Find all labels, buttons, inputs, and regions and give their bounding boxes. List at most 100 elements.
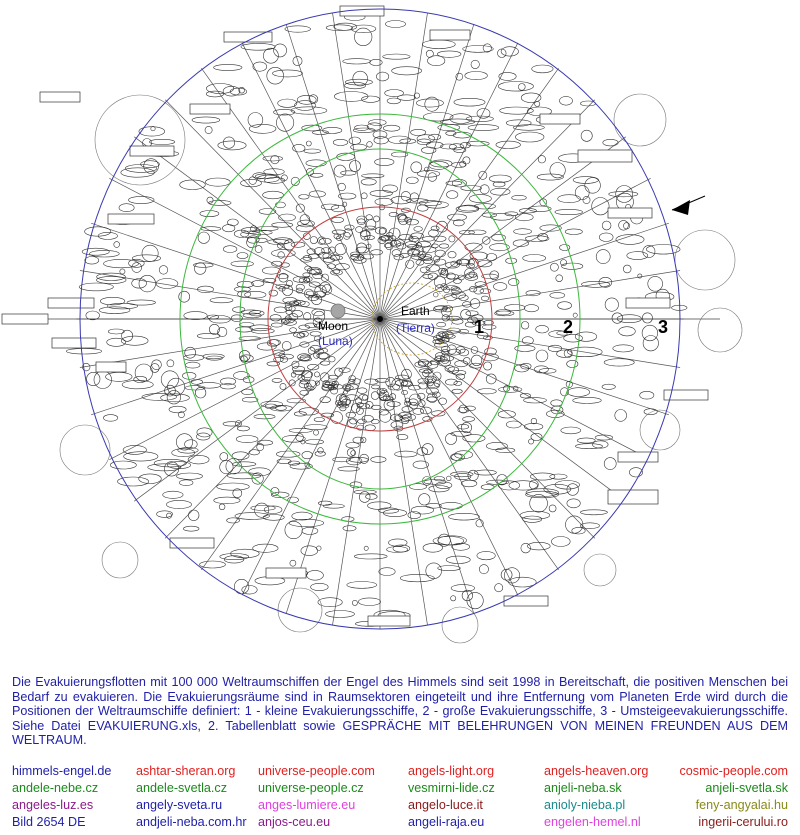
site-link[interactable]: angely-sveta.ru [136, 798, 223, 812]
ship-oval [400, 381, 413, 387]
ship-oval [580, 522, 600, 529]
ship-oval [304, 439, 324, 445]
ship-oval [272, 69, 303, 78]
ship-oval [217, 140, 247, 151]
ship-oval [126, 299, 156, 306]
ship-oval [361, 415, 374, 423]
ship-round [433, 275, 446, 288]
ship-oval [438, 243, 450, 249]
ship-oval [423, 479, 447, 485]
ship-oval [353, 256, 367, 264]
ship-round [425, 49, 434, 58]
ship-oval [429, 359, 441, 366]
ship-oval [481, 353, 499, 362]
ship-oval [508, 576, 537, 588]
site-link[interactable]: anjeli-neba.sk [544, 781, 622, 795]
ship-oval [514, 364, 530, 373]
ship-oval [451, 287, 462, 295]
ship-oval [162, 490, 184, 499]
site-link[interactable]: himmels-engel.de [12, 764, 112, 778]
ship-round [263, 47, 279, 64]
ship-oval [425, 503, 442, 509]
site-link[interactable]: ashtar-sheran.org [136, 764, 236, 778]
ship-oval [451, 291, 466, 299]
earth-shade [371, 282, 453, 356]
ship-oval [360, 178, 377, 186]
site-link[interactable]: anioly-nieba.pl [544, 798, 626, 812]
ship-oval [167, 461, 192, 469]
ship-oval [525, 490, 560, 499]
ship-oval [365, 493, 378, 500]
ship-oval [489, 243, 510, 252]
ship-oval [199, 210, 220, 217]
ship-oval [512, 239, 530, 247]
ship-oval [120, 335, 149, 346]
site-link[interactable]: universe-people.com [258, 764, 375, 778]
arrow-line [671, 195, 706, 211]
ship-oval [504, 304, 526, 311]
ship-round [460, 422, 472, 434]
ship-oval [314, 450, 326, 457]
ship-round [288, 379, 296, 387]
ship-round [548, 504, 557, 513]
ship-oval [549, 473, 568, 480]
ship-large-round [441, 606, 479, 644]
ship-oval [421, 146, 437, 154]
ship-oval [522, 254, 547, 262]
ship-round [138, 275, 156, 293]
site-link[interactable]: vesmirni-lide.cz [408, 781, 495, 795]
ship-oval [240, 309, 262, 315]
site-link[interactable]: angels-heaven.org [544, 764, 649, 778]
ship-round [282, 284, 294, 296]
site-link[interactable]: feny-angyalai.hu [695, 798, 788, 812]
site-link[interactable]: angeli-raja.eu [408, 815, 485, 829]
moon-icon [330, 303, 346, 319]
site-link[interactable]: anges-lumiere.eu [258, 798, 356, 812]
ship-oval [428, 485, 450, 493]
site-link[interactable]: andjeli-neba.com.hr [136, 815, 247, 829]
ship-round [574, 185, 590, 200]
site-link[interactable]: Bild 2654 DE [12, 815, 86, 829]
ship-round [582, 196, 591, 204]
site-link[interactable]: angels-light.org [408, 764, 495, 778]
site-link[interactable]: ingerii-cerului.ro [698, 815, 788, 829]
ship-round [409, 393, 422, 406]
ship-round [470, 59, 480, 69]
ship-round [467, 469, 479, 481]
site-link[interactable]: andele-nebe.cz [12, 781, 99, 795]
site-link[interactable]: angeles-luz.es [12, 798, 94, 812]
transfer-ship [39, 91, 81, 103]
ship-round [131, 262, 142, 273]
ship-oval [248, 449, 260, 456]
ship-oval [330, 387, 338, 395]
ship-oval [417, 170, 441, 178]
site-link[interactable]: cosmic-people.com [679, 764, 789, 778]
site-link[interactable]: andele-svetla.cz [136, 781, 228, 795]
ship-oval [233, 371, 250, 380]
earth-center [377, 316, 383, 322]
ship-oval [337, 466, 360, 472]
ship-oval [331, 216, 344, 223]
ship-oval [235, 435, 259, 443]
ship-oval [121, 380, 154, 390]
ship-oval [383, 124, 401, 132]
ship-oval [514, 344, 536, 352]
site-link[interactable]: anjos-ceu.eu [258, 815, 331, 829]
ship-round [301, 369, 313, 381]
ship-oval [458, 204, 480, 212]
site-link[interactable]: universe-people.cz [258, 781, 364, 795]
sector-line [379, 136, 627, 320]
site-link[interactable]: anjeli-svetla.sk [705, 781, 788, 795]
ship-round [276, 113, 295, 132]
ship-oval [344, 78, 373, 86]
ship-oval [399, 138, 417, 144]
ship-round [500, 568, 513, 581]
site-link[interactable]: angelo-luce.it [408, 798, 483, 812]
site-link[interactable]: engelen-hemel.nl [544, 815, 641, 829]
ship-oval [378, 567, 396, 576]
ship-oval [427, 361, 439, 369]
ship-oval [439, 502, 463, 510]
ship-oval [280, 262, 290, 268]
ship-oval [357, 387, 368, 394]
ship-oval [464, 71, 488, 80]
